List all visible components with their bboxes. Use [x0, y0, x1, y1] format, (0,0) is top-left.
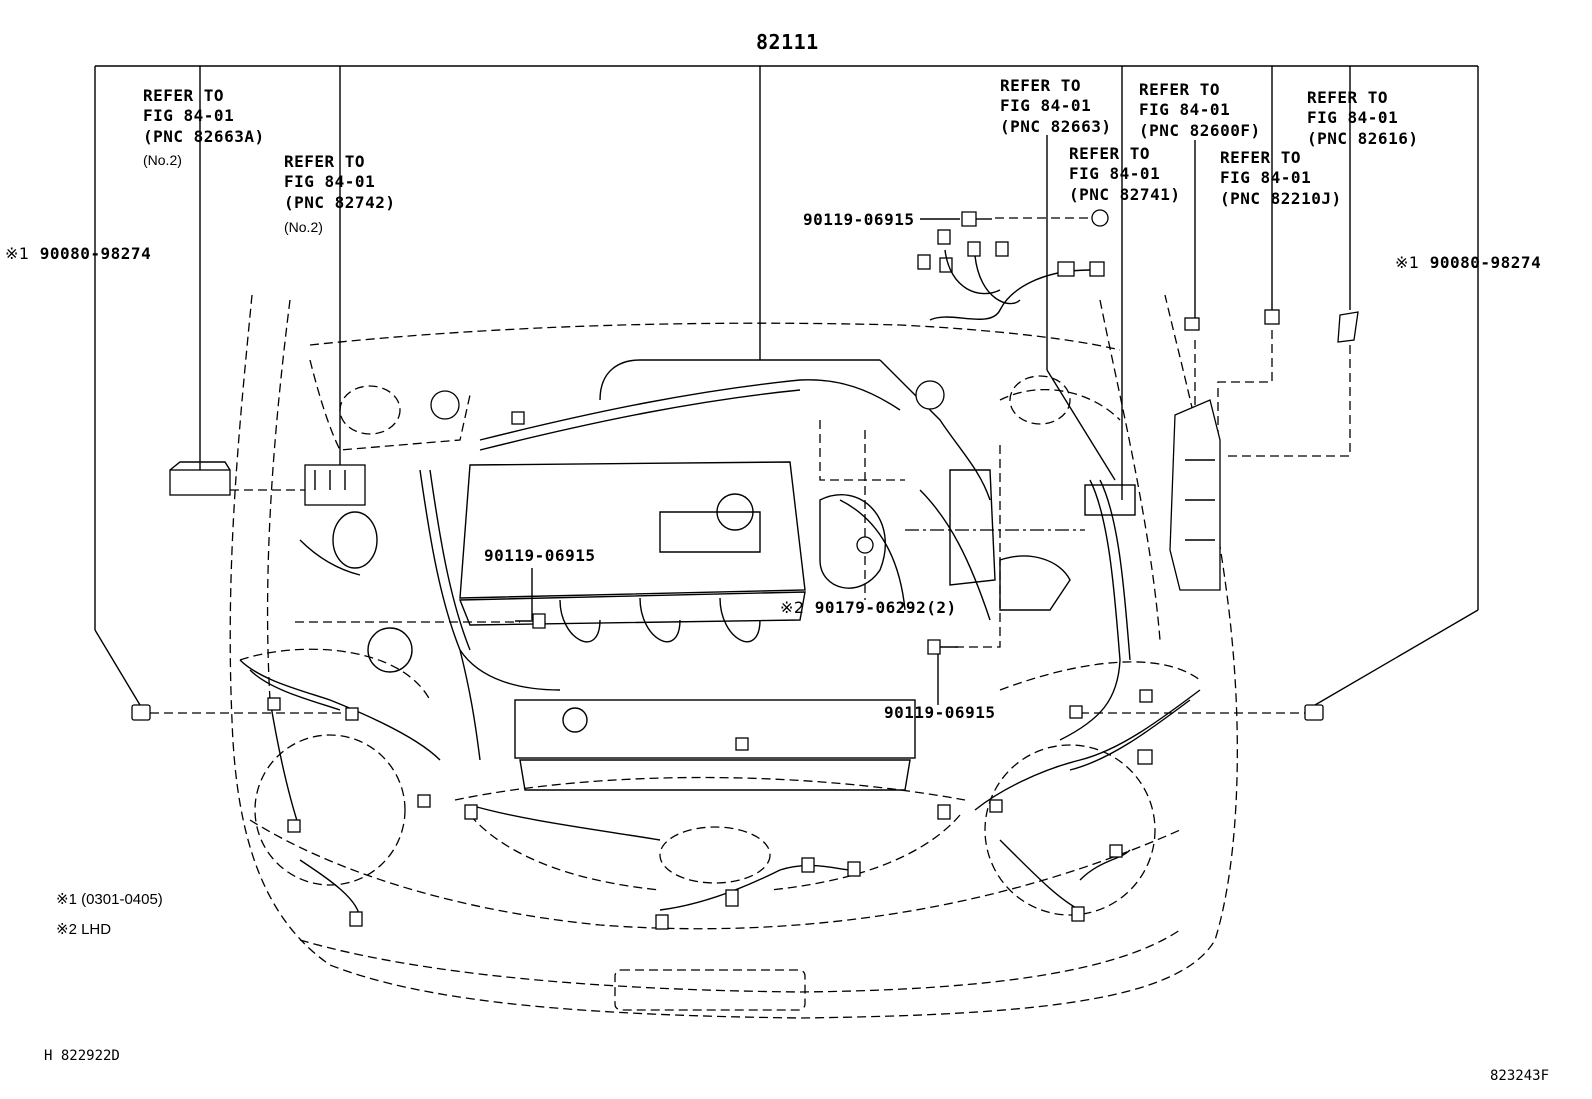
ref-line2: FIG 84-01 — [143, 106, 235, 125]
ref-line3: (PNC 82663A) — [143, 127, 265, 146]
ref-line2: FIG 84-01 — [1069, 164, 1161, 183]
part-number: 90080-98274 — [1429, 253, 1542, 272]
ref-line2: FIG 84-01 — [284, 172, 376, 191]
bolt-top-label: 90119-06915 — [803, 210, 915, 229]
bolt-lower-label: 90119-06915 — [884, 703, 996, 722]
ref-line3: (PNC 82663) — [1000, 117, 1112, 136]
wiring-harness — [239, 269, 1201, 921]
clamp-right-label: ※1 90080-98274 — [1395, 253, 1541, 273]
ref-line1: REFER TO — [1220, 148, 1302, 167]
connectors — [131, 209, 1359, 930]
clamp-left-label: ※1 90080-98274 — [5, 244, 151, 264]
ref-line1: REFER TO — [143, 86, 225, 105]
illustration-code-left: H 822922D — [44, 1048, 120, 1064]
ref-note: (No.2) — [284, 219, 323, 235]
ref-line2: FIG 84-01 — [1307, 108, 1399, 127]
ref-line2: FIG 84-01 — [1220, 168, 1312, 187]
ref-line3: (PNC 82210J) — [1220, 189, 1342, 208]
ref-line3: (PNC 82600F) — [1139, 121, 1261, 140]
ref-note: (No.2) — [143, 152, 182, 168]
illustration-code-right: 823243F — [1490, 1068, 1550, 1084]
footnote-2: ※2 LHD — [56, 921, 112, 938]
ref-line1: REFER TO — [1000, 76, 1082, 95]
ref-line2: FIG 84-01 — [1000, 96, 1092, 115]
part-number: 90080-98274 — [39, 244, 152, 263]
ref-line1: REFER TO — [1139, 80, 1221, 99]
engine-cover — [458, 461, 916, 791]
ref-line3: (PNC 82742) — [284, 193, 396, 212]
part-leaders — [531, 218, 960, 705]
ref-line1: REFER TO — [1307, 88, 1389, 107]
bolt-engine-label: 90119-06915 — [484, 546, 596, 565]
vehicle-body — [229, 294, 1238, 1019]
note-mark: ※1 — [1395, 253, 1420, 272]
bolts — [515, 211, 992, 655]
note-mark: ※2 — [780, 598, 805, 617]
note-mark: ※1 — [5, 244, 30, 263]
main-callout-lines — [94, 65, 1479, 706]
bolt-lhd-label: ※2 90179-06292(2) — [780, 598, 957, 618]
ref-line3: (PNC 82741) — [1069, 185, 1181, 204]
reference-leaders — [199, 66, 1351, 481]
ref-line3: (PNC 82616) — [1307, 129, 1419, 148]
part-number: 90179-06292(2) — [814, 598, 957, 617]
main-part-number: 82111 — [756, 30, 819, 54]
dashed-leaders — [150, 217, 1351, 714]
ref-line1: REFER TO — [284, 152, 366, 171]
footnote-1: ※1 (0301-0405) — [56, 891, 163, 908]
ref-line2: FIG 84-01 — [1139, 100, 1231, 119]
components — [169, 380, 1221, 673]
ref-line1: REFER TO — [1069, 144, 1151, 163]
